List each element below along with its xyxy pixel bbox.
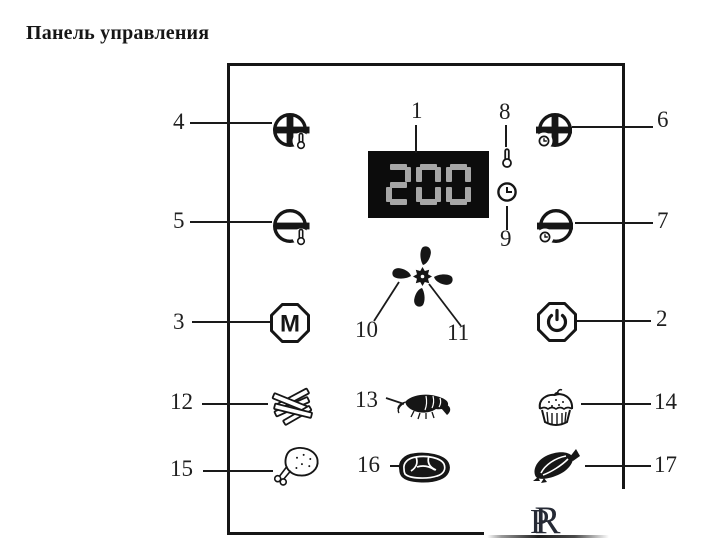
- logo-letter-r: R: [534, 499, 561, 542]
- menu-m-icon: M: [270, 303, 310, 343]
- clock-icon: [538, 135, 550, 147]
- leader-line-9: [506, 206, 508, 230]
- logo-letter-p: P: [530, 502, 550, 541]
- display-digit: [416, 164, 441, 205]
- leader-line-4: [190, 122, 272, 124]
- callout-7: 7: [657, 208, 669, 233]
- display-digit: [386, 164, 411, 205]
- leader-line-3: [192, 321, 270, 323]
- callout-9: 9: [500, 226, 512, 251]
- clock-icon: [539, 231, 551, 243]
- callout-17: 17: [654, 452, 677, 477]
- leader-line-7: [575, 222, 653, 224]
- svg-text:M: M: [280, 311, 300, 338]
- temperature-down-icon: [272, 208, 310, 246]
- temperature-display: [368, 151, 489, 218]
- clock-indicator-icon: [497, 182, 517, 202]
- display-digit: [446, 164, 471, 205]
- callout-13: 13: [355, 387, 378, 412]
- leader-line-14: [581, 403, 651, 405]
- leader-line-2: [577, 320, 651, 322]
- fan-icon: [392, 246, 453, 307]
- brand-logo: PR: [530, 498, 560, 543]
- callout-3: 3: [173, 309, 185, 334]
- leader-line-17: [585, 465, 651, 467]
- page-title: Панель управления: [26, 22, 210, 44]
- leader-line-5: [190, 221, 272, 223]
- leader-line-8: [505, 125, 507, 147]
- temperature-up-icon: [272, 112, 310, 150]
- leader-line-1: [415, 125, 417, 153]
- fries-icon: [271, 387, 313, 426]
- leader-line-6: [572, 126, 653, 128]
- callout-12: 12: [170, 389, 193, 414]
- callout-5: 5: [173, 208, 185, 233]
- callout-10: 10: [355, 317, 378, 342]
- leader-line-15: [203, 470, 273, 472]
- chicken-leg-icon: [273, 447, 319, 486]
- callout-8: 8: [499, 99, 511, 124]
- leader-line-12: [202, 403, 268, 405]
- callout-2: 2: [656, 306, 668, 331]
- steak-icon: [398, 452, 450, 483]
- shrimp-icon: [397, 394, 451, 420]
- logo-background-patch: [484, 489, 654, 551]
- thermometer-icon: [296, 228, 306, 246]
- callout-15: 15: [170, 456, 193, 481]
- power-icon: [537, 302, 577, 342]
- fish-icon: [533, 449, 580, 483]
- time-up-icon: [535, 112, 573, 150]
- callout-6: 6: [657, 107, 669, 132]
- thermometer-indicator-icon: [502, 148, 512, 168]
- thermometer-icon: [296, 132, 306, 150]
- logo-swoosh: [487, 535, 609, 538]
- cupcake-icon: [538, 388, 574, 426]
- time-down-icon: [536, 208, 574, 246]
- callout-14: 14: [654, 389, 677, 414]
- callout-11: 11: [447, 320, 470, 345]
- callout-4: 4: [173, 109, 185, 134]
- callout-16: 16: [357, 452, 380, 477]
- callout-1: 1: [411, 98, 423, 123]
- leader-line-16: [390, 465, 403, 467]
